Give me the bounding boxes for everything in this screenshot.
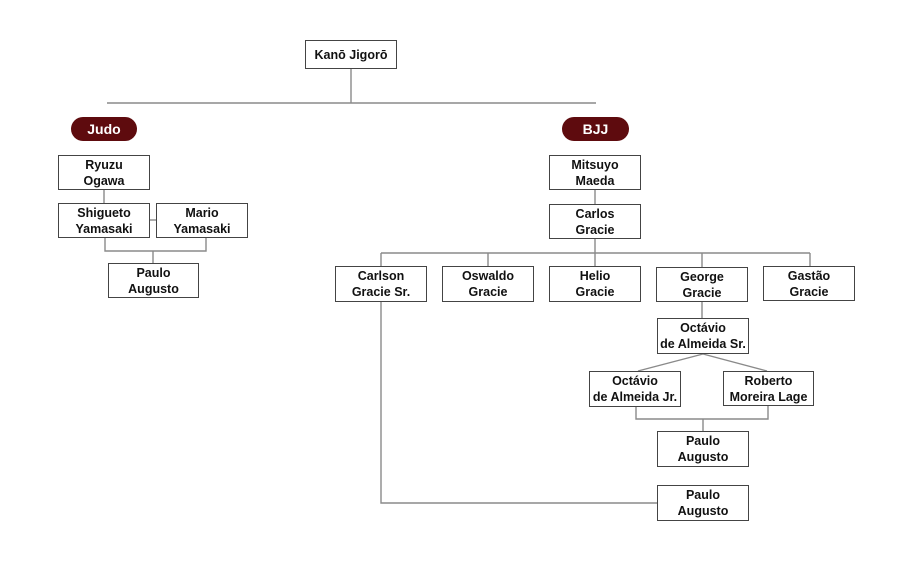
node-roberto-moreira-lage: Roberto Moreira Lage [723,371,814,406]
node-line1: Paulo [136,265,171,280]
node-paulo-augusto-judo: Paulo Augusto [108,263,199,298]
node-line1: Paulo [685,434,721,448]
node-oswaldo-gracie: Oswaldo Gracie [442,266,534,302]
node-paulo-augusto-bjj-1: Paulo Augusto [657,431,749,467]
node-line1: Paulo [685,488,721,502]
node-line1: Octávio [612,374,658,388]
yamasaki-to-paulo-bracket [104,238,207,252]
carlson-to-paulo [380,302,657,504]
branch-label: BJJ [582,121,609,137]
branch-judo: Judo [71,117,137,141]
node-ryuzu-ogawa: Ryuzu Ogawa [58,155,150,190]
node-line2: Gracie [575,222,615,237]
node-line2: Gracie [682,285,722,300]
node-line2: Gracie [468,285,508,299]
node-line2: Moreira Lage [729,389,808,404]
node-line2: Yamasaki [173,221,231,236]
node-line2: Augusto [677,504,729,518]
node-line1: Carlson [357,269,405,283]
node-line1: Gastão [787,268,831,283]
node-line1: Octávio [680,321,726,335]
node-line2: Augusto [677,450,729,464]
bjj-paulo-bracket [635,406,769,420]
node-line1: Helio [579,269,611,283]
node-shigueto-yamasaki: Shigueto Yamasaki [58,203,150,238]
node-paulo-augusto-bjj-2: Paulo Augusto [657,485,749,521]
node-line1: Roberto [744,373,793,388]
node-mario-yamasaki: Mario Yamasaki [156,203,248,238]
node-gastao-gracie: Gastão Gracie [763,266,855,301]
node-line2: Augusto [128,281,179,296]
node-george-gracie: George Gracie [656,267,748,302]
node-line2: de Almeida Sr. [660,337,746,351]
node-line2: Gracie [789,284,829,299]
node-line1: Mario [185,205,219,220]
octavio-sr-to-roberto [702,353,768,372]
branch-bjj: BJJ [562,117,629,141]
node-line1: Ryuzu [85,157,123,172]
node-line1: Shigueto [77,205,131,220]
node-carlson-gracie-sr: Carlson Gracie Sr. [335,266,427,302]
node-carlos-gracie: Carlos Gracie [549,204,641,239]
branch-label: Judo [87,121,121,137]
octavio-sr-to-jr [637,353,704,372]
node-octavio-de-almeida-sr: Octávio de Almeida Sr. [657,318,749,354]
node-line1: Mitsuyo [571,157,619,172]
node-line1: George [680,269,724,284]
node-line2: Gracie Sr. [351,285,411,299]
node-line2: Yamasaki [75,221,133,236]
node-line1: Oswaldo [461,269,515,283]
node-line2: de Almeida Jr. [592,390,678,404]
node-line1: Carlos [575,206,615,221]
node-line2: Gracie [575,285,615,299]
node-octavio-de-almeida-jr: Octávio de Almeida Jr. [589,371,681,407]
node-line2: Ogawa [83,173,125,188]
node-label: Kanō Jigorō [314,47,388,62]
node-line2: Maeda [575,173,615,188]
node-helio-gracie: Helio Gracie [549,266,641,302]
node-kano-jigoro: Kanō Jigorō [305,40,397,69]
node-mitsuyo-maeda: Mitsuyo Maeda [549,155,641,190]
